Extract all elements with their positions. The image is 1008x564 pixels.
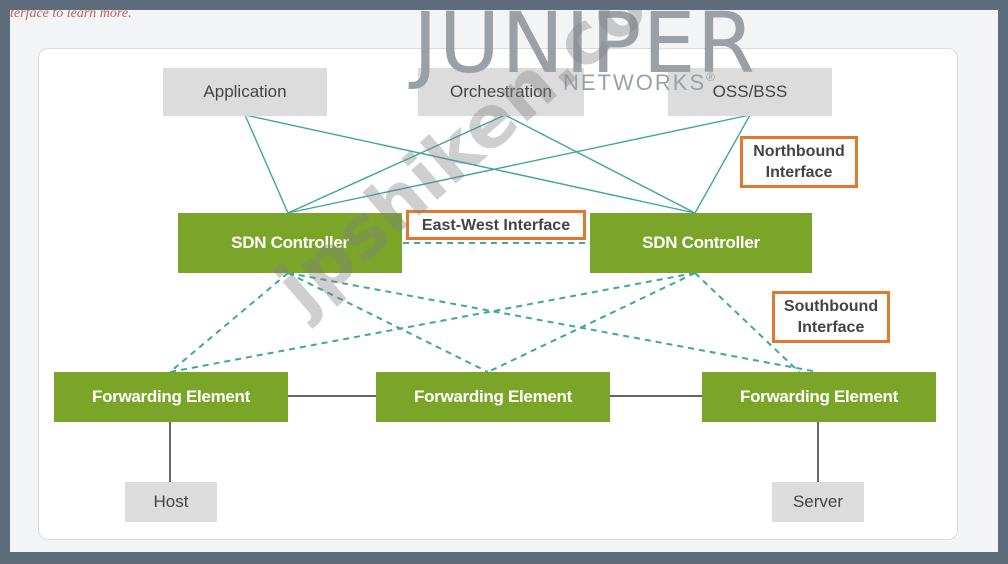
link-oss-sdn-left: [287, 114, 751, 214]
link-sdnl-fel: [169, 272, 289, 373]
link-oss-sdn-right: [694, 114, 751, 214]
logo-sub-text: NETWORKS: [563, 70, 707, 95]
node-label: Orchestration: [449, 82, 553, 101]
link-sdnl-fer: [287, 272, 819, 373]
logo-wordmark: JUNIPER: [413, 10, 756, 92]
node-label: OSS/BSS: [712, 82, 788, 101]
physical-links: [169, 395, 819, 482]
node-orchestration: Orchestration: [418, 68, 584, 116]
node-host: Host: [125, 482, 217, 522]
link-app-sdn-left: [244, 114, 289, 214]
callout-east-west-interface: East-West Interface: [406, 210, 586, 240]
node-label: Host: [153, 492, 189, 511]
link-sdnr-fem: [487, 272, 696, 373]
node-oss-bss: OSS/BSS: [668, 68, 832, 116]
node-server: Server: [772, 482, 864, 522]
node-sdn-controller-left: SDN Controller: [178, 213, 402, 273]
diagram-canvas: terface to learn more.: [10, 10, 998, 552]
node-forwarding-element-right: Forwarding Element: [702, 372, 936, 422]
node-forwarding-element-left: Forwarding Element: [54, 372, 288, 422]
node-label: SDN Controller: [231, 233, 349, 252]
node-label: Forwarding Element: [413, 387, 572, 406]
logo-subtitle: NETWORKS®: [563, 70, 717, 96]
node-application: Application: [163, 68, 327, 116]
caption-fragment: terface to learn more.: [10, 10, 132, 21]
node-label: Forwarding Element: [739, 387, 898, 406]
link-sdnr-fel: [169, 272, 696, 373]
node-forwarding-element-middle: Forwarding Element: [376, 372, 610, 422]
node-sdn-controller-right: SDN Controller: [590, 213, 812, 273]
juniper-logo: JUNIPER NETWORKS®: [413, 10, 755, 108]
link-sdnl-fem: [287, 272, 489, 373]
link-orch-sdn-right: [504, 114, 696, 214]
callout-northbound-interface: Northbound Interface: [740, 136, 858, 188]
node-label: Application: [203, 82, 287, 101]
southbound-links: [169, 272, 819, 391]
callout-southbound-interface: Southbound Interface: [772, 291, 890, 343]
connector-lines: [169, 114, 819, 482]
link-orch-sdn-left: [287, 114, 506, 214]
logo-registered-mark: ®: [706, 70, 717, 84]
link-app-sdn-right: [244, 114, 696, 214]
node-label: Forwarding Element: [91, 387, 250, 406]
node-label: Server: [792, 492, 844, 511]
node-label: SDN Controller: [642, 233, 760, 252]
northbound-links: [244, 114, 751, 214]
